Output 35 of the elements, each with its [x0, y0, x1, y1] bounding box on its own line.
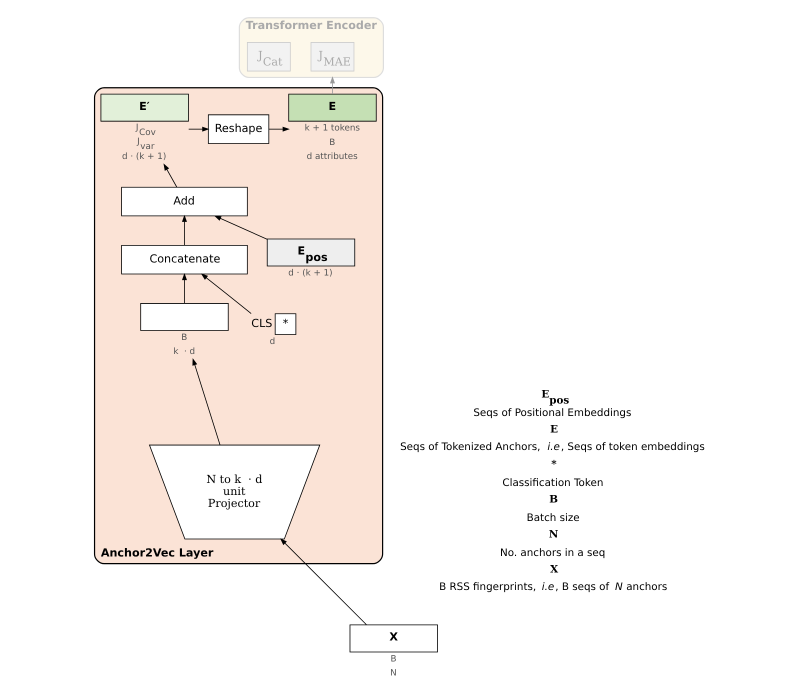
arrow: [192, 358, 220, 446]
legend-label: Seqs of Positional Embeddings: [472, 406, 631, 419]
node-label: B: [180, 332, 187, 343]
legend-label: Classification Token: [502, 476, 603, 489]
label: E: [550, 424, 558, 436]
node-label: d · (k + 1): [288, 268, 332, 278]
node-box: Add: [120, 186, 248, 216]
arrow: [162, 163, 177, 188]
arrow: [200, 273, 252, 314]
node-label: k · d: [172, 347, 195, 358]
label: B: [548, 494, 558, 506]
node-box: Concatenate: [120, 244, 248, 274]
arrow: [188, 126, 209, 132]
legend-label: Seqs of Tokenized Anchors, i.e, Seqs of token embeddings: [400, 441, 704, 454]
label: *: [550, 458, 556, 471]
arrow: [181, 214, 186, 246]
arrow: [329, 76, 334, 94]
node-label: d · (k + 1): [122, 152, 166, 162]
node-label: k + 1 tokens: [304, 124, 360, 134]
node-label: B: [390, 654, 396, 664]
node-label: N: [390, 668, 396, 679]
node-label: d: [269, 336, 275, 347]
legend-label: B RSS fingerprints, i.e, B seqs of N anchors: [438, 581, 667, 594]
arrow: [268, 126, 290, 132]
arrow: [214, 216, 267, 240]
node-label: CLS: [250, 317, 272, 330]
label: X: [550, 564, 558, 576]
arrow: [181, 272, 186, 304]
node-label: B: [328, 138, 335, 148]
node-label: d attributes: [306, 152, 358, 162]
legend-label: No. anchors in a seq: [499, 547, 605, 559]
label: N: [548, 528, 558, 541]
legend-label: Batch size: [526, 512, 580, 524]
arrow: [280, 538, 366, 625]
node-box: Reshape: [207, 114, 269, 144]
